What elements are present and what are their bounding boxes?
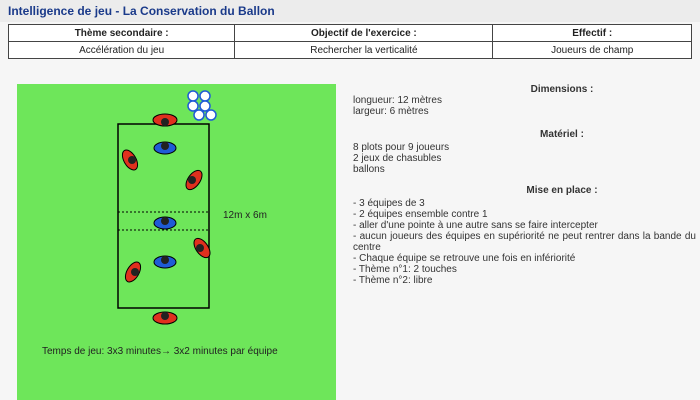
- player-blue-lower: [153, 255, 177, 269]
- value-objectif: Rechercher la verticalité: [234, 41, 494, 59]
- header-theme: Thème secondaire :: [7, 24, 236, 42]
- materiel-item: 2 jeux de chasubles: [353, 153, 442, 164]
- player-red-upper-right: [185, 169, 203, 191]
- player-blue-center: [153, 216, 177, 230]
- title-bar: Intelligence de jeu - La Conservation du…: [0, 0, 700, 22]
- mise-en-place-list: - 3 équipes de 3 - 2 équipes ensemble co…: [353, 198, 696, 286]
- dimension-length: longueur: 12 mètres: [353, 95, 442, 106]
- materiel-item: ballons: [353, 164, 385, 175]
- player-red-lower-right: [193, 237, 211, 259]
- pitch-diagram: 12m x 6m Temps de jeu: 3x3 minutes→ 3x2 …: [17, 84, 336, 400]
- list-item: - aucun joueurs des équipes en supériori…: [353, 231, 696, 253]
- exercise-details: Dimensions : longueur: 12 mètres largeur…: [353, 84, 696, 286]
- balls-icon: [187, 90, 217, 121]
- list-item: - 3 équipes de 3: [353, 198, 425, 209]
- header-objectif: Objectif de l'exercice :: [234, 24, 494, 42]
- mise-en-place-heading: Mise en place :: [526, 185, 598, 196]
- list-item: - Chaque équipe se retrouve une fois en …: [353, 253, 576, 264]
- player-red-lower-left: [124, 261, 142, 283]
- list-item: - 2 équipes ensemble contre 1: [353, 209, 488, 220]
- table-header-row: Thème secondaire : Objectif de l'exercic…: [7, 24, 692, 42]
- dimensions-heading: Dimensions :: [530, 84, 594, 95]
- page-title: Intelligence de jeu - La Conservation du…: [8, 4, 275, 18]
- game-time-label: Temps de jeu: 3x3 minutes→ 3x2 minutes p…: [42, 346, 278, 357]
- materiel-heading: Matériel :: [540, 129, 584, 140]
- dimension-width: largeur: 6 mètres: [353, 106, 429, 117]
- pitch-dimension-label: 12m x 6m: [223, 210, 267, 221]
- table-row: Accélération du jeu Rechercher la vertic…: [7, 41, 692, 59]
- player-red-bottom: [152, 311, 178, 325]
- player-red-top: [152, 113, 178, 127]
- list-item: - Thème n°2: libre: [353, 275, 433, 286]
- list-item: - aller d'une pointe à une autre sans se…: [353, 220, 598, 231]
- player-red-upper-left: [121, 149, 139, 171]
- info-table: Thème secondaire : Objectif de l'exercic…: [7, 24, 692, 59]
- list-item: - Thème n°1: 2 touches: [353, 264, 457, 275]
- materiel-item: 8 plots pour 9 joueurs: [353, 142, 450, 153]
- value-effectif: Joueurs de champ: [492, 41, 692, 59]
- value-theme: Accélération du jeu: [7, 41, 236, 59]
- player-blue-upper: [153, 141, 177, 155]
- pitch-svg: [117, 90, 217, 325]
- header-effectif: Effectif :: [492, 24, 692, 42]
